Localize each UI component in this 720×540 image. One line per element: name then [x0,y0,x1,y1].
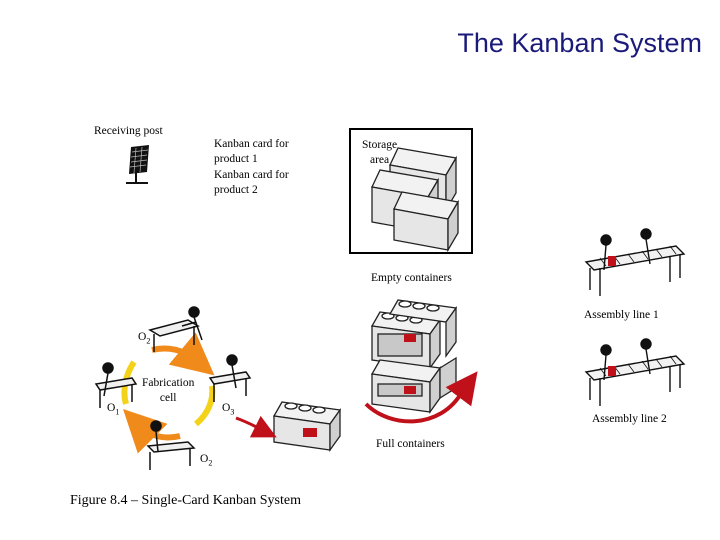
empty-containers-label: Empty containers [371,272,452,284]
full-containers-label: Full containers [376,438,445,450]
storage-area-box [349,128,473,254]
full-container [388,299,458,359]
full-container [370,356,457,415]
receiving-post-icon [126,145,149,184]
worker-station-o2-top [148,306,203,352]
worker-station-o3 [208,354,252,402]
page-title: The Kanban System [457,28,702,58]
fabrication-cell-label: Fabrication cell [142,377,195,404]
full-container [370,311,442,371]
assembly-line-2-icon [584,338,686,406]
empty-container [393,191,460,253]
assembly-line-1-label: Assembly line 1 [584,309,659,321]
kanban-card-product-2-label: Kanban card for product 2 [214,169,289,196]
assembly-line-1-icon [584,228,686,296]
operation-o1-label: O1 [107,402,120,417]
full-container-stack [370,299,458,415]
empty-container-stack [371,147,460,253]
storage-area-label: Storage area [362,139,398,166]
fabrication-cycle-arrows [121,332,216,454]
worker-station-o1 [94,362,138,408]
operation-o2-top-label: O2 [138,331,151,346]
red-arrow-to-assembly [364,371,478,424]
kanban-card-product-1-label: Kanban card for product 1 [214,138,289,165]
assembly-line-2-label: Assembly line 2 [592,413,667,425]
operation-o2-bottom-label: O2 [200,453,213,468]
worker-station-o2-bottom [146,420,196,470]
receiving-post-label: Receiving post [94,125,163,137]
red-arrow-to-full-container [235,415,277,438]
figure-caption: Figure 8.4 – Single-Card Kanban System [70,493,301,508]
full-container-outgoing [272,401,342,453]
operation-o3-label: O3 [222,402,235,417]
